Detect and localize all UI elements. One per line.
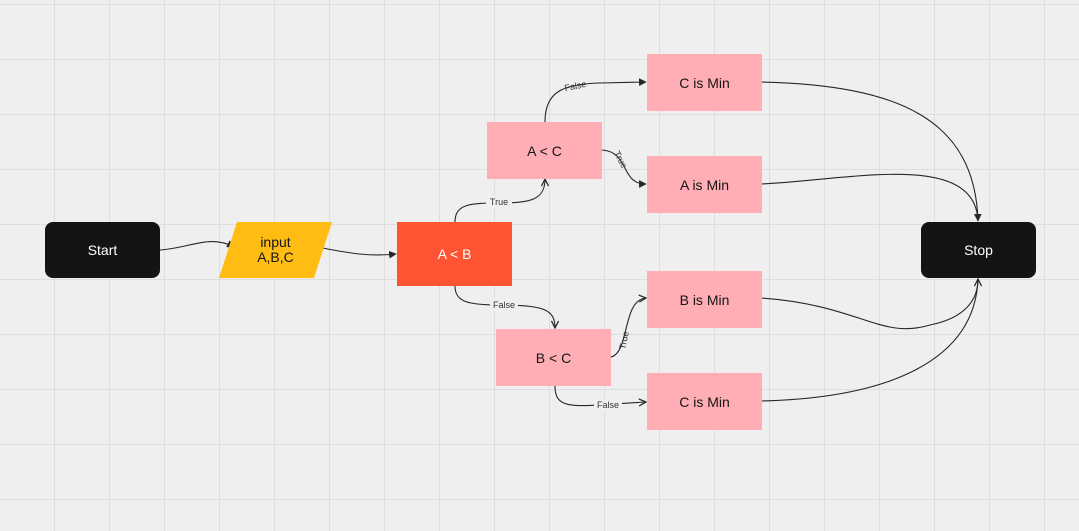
svg-text:True: True: [490, 197, 508, 207]
edge-bc-false: [554, 385, 646, 406]
svg-text:False: False: [564, 79, 588, 93]
result-a-is-min-label: A is Min: [679, 176, 729, 193]
edge-bc-true: [610, 298, 646, 358]
edge-ac-false: [544, 78, 647, 123]
input-label-line1: input: [260, 234, 291, 250]
decision-a-lt-c[interactable]: A < C: [487, 122, 602, 179]
result-c-is-min-bottom[interactable]: C is Min: [647, 373, 762, 430]
edge-label-ac-false: False: [564, 79, 588, 93]
result-b-is-min-label: B is Min: [679, 291, 730, 308]
result-c-is-min-bottom-label: C is Min: [679, 393, 730, 410]
decision-a-lt-c-label: A < C: [527, 142, 562, 159]
edge-label-ab-true: True: [486, 196, 512, 208]
svg-text:True: True: [617, 330, 631, 350]
edge-input-ab: [321, 247, 397, 259]
edge-cmin-bottom-stop: [760, 278, 979, 402]
input-node[interactable]: input A,B,C: [219, 222, 332, 278]
input-label-line2: A,B,C: [257, 249, 294, 265]
decision-b-lt-c[interactable]: B < C: [496, 329, 611, 386]
start-label: Start: [87, 242, 118, 258]
edge-amin-stop: [760, 173, 979, 222]
svg-text:False: False: [493, 300, 515, 310]
result-b-is-min[interactable]: B is Min: [647, 271, 762, 328]
parallelogram-shape: [219, 222, 332, 278]
edge-label-ac-true: True: [612, 149, 629, 170]
decision-b-lt-c-label: B < C: [535, 349, 572, 366]
edge-label-bc-false: False: [594, 399, 622, 411]
decision-a-lt-b-label: A < B: [437, 246, 472, 262]
result-c-is-min-top[interactable]: C is Min: [647, 54, 762, 111]
svg-text:False: False: [597, 400, 619, 410]
stop-node[interactable]: Stop: [921, 222, 1036, 278]
edge-start-input: [159, 240, 235, 251]
result-c-is-min-top-label: C is Min: [679, 74, 730, 91]
start-node[interactable]: Start: [45, 222, 160, 278]
edge-bmin-stop: [760, 279, 978, 330]
edge-cmin-top-stop: [760, 81, 982, 222]
edge-ac-true: [601, 149, 647, 188]
edge-label-bc-true: True: [617, 330, 631, 350]
stop-label: Stop: [964, 242, 993, 258]
edge-label-ab-false: False: [490, 299, 518, 311]
decision-a-lt-b[interactable]: A < B: [397, 222, 512, 286]
svg-text:True: True: [612, 149, 629, 170]
result-a-is-min[interactable]: A is Min: [647, 156, 762, 213]
